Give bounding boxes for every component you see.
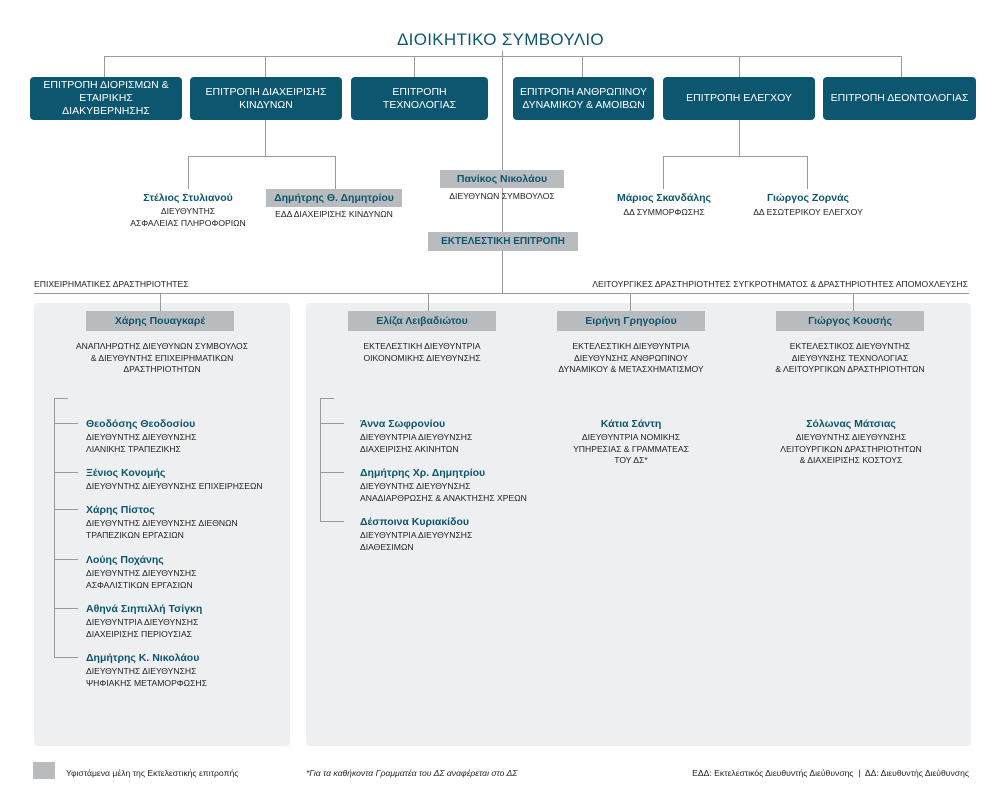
audit-report-role: ΔΔ ΕΣΩΤΕΡΙΚΟΥ ΕΛΕΓΧΟΥ: [753, 207, 863, 217]
business-report-role: ΔΙΕΥΘΥΝΤΗΣ ΔΙΕΥΘΥΝΣΗΣ ΑΣΦΑΛΙΣΤΙΚΩΝ ΕΡΓΑΣ…: [86, 568, 197, 590]
finance-report-role: ΔΙΕΥΘΥΝΤΡΙΑ ΔΙΕΥΘΥΝΣΗΣ ΔΙΑΧΕΙΡΙΣΗΣ ΑΚΙΝΗ…: [360, 432, 473, 454]
board-stem-line: [502, 51, 503, 251]
connector-line: [188, 156, 336, 157]
committee-technology: ΕΠΙΤΡΟΠΗ ΤΕΧΝΟΛΟΓΙΑΣ: [351, 77, 488, 120]
connector-line: [54, 657, 78, 658]
ceo-name-box: Πανίκος Νικολάου: [440, 170, 564, 188]
connector-line: [901, 56, 902, 77]
connector-line: [54, 509, 78, 510]
head-role: ΕΚΤΕΛΕΣΤΙΚΗ ΔΙΕΥΘΥΝΤΡΙΑ ΔΙΕΥΘΥΝΣΗΣ ΑΝΘΡΩ…: [558, 341, 704, 374]
finance-report-name: Άννα Σωφρονίου: [360, 418, 446, 430]
section-label-operations: ΛΕΙΤΟΥΡΓΙΚΕΣ ΔΡΑΣΤΗΡΙΟΤΗΤΕΣ ΣΥΓΚΡΟΤΗΜΑΤΟ…: [592, 279, 968, 289]
board-title: ΔΙΟΙΚΗΤΙΚΟ ΣΥΜΒΟΥΛΙΟ: [397, 30, 604, 49]
connector-line: [54, 398, 68, 399]
finance-report-role: ΔΙΕΥΘΥΝΤΡΙΑ ΔΙΕΥΘΥΝΣΗΣ ΔΙΑΘΕΣΙΜΩΝ: [360, 530, 473, 552]
legend-label: Υφιστάμενα μέλη της Εκτελεστικής επιτροπ…: [66, 768, 239, 778]
risk-report-name-box: Δημήτρης Θ. Δημητρίου: [266, 189, 402, 207]
exco-box: ΕΚΤΕΛΕΣΤΙΚΗ ΕΠΙΤΡΟΠΗ: [428, 232, 578, 251]
business-panel: [34, 303, 290, 746]
head-role: ΕΚΤΕΛΕΣΤΙΚΗ ΔΙΕΥΘΥΝΤΡΙΑ ΟΙΚΟΝΟΜΙΚΗΣ ΔΙΕΥ…: [363, 341, 481, 363]
operations-panel: [306, 303, 971, 746]
business-report-role: ΔΙΕΥΘΥΝΤΡΙΑ ΔΙΕΥΘΥΝΣΗΣ ΔΙΑΧΕΙΡΙΣΗΣ ΠΕΡΙΟ…: [86, 617, 199, 639]
audit-report-role: ΔΔ ΣΥΜΜΟΡΦΩΣΗΣ: [623, 207, 705, 217]
board-horizontal-line: [104, 56, 902, 57]
business-report-role: ΔΙΕΥΘΥΝΤΗΣ ΔΙΕΥΘΥΝΣΗΣ ΛΙΑΝΙΚΗΣ ΤΡΑΠΕΖΙΚΗ…: [86, 432, 197, 454]
committee-ethics: ΕΠΙΤΡΟΠΗ ΔΕΟΝΤΟΛΟΓΙΑΣ: [823, 77, 976, 120]
business-report-name: Χάρης Πίστος: [86, 504, 155, 516]
connector-line: [54, 559, 78, 560]
connector-line: [54, 423, 78, 424]
committee-risk-management: ΕΠΙΤΡΟΠΗ ΔΙΑΧΕΙΡΙΣΗΣ ΚΙΝΔΥΝΩΝ: [190, 77, 342, 120]
head-name-box: Γιώργος Κουσής: [776, 311, 924, 331]
business-report-name: Λούης Ποχάνης: [86, 554, 164, 566]
connector-line: [502, 251, 503, 293]
business-report-name: Αθηνά Σιηπιλλή Τσίγκη: [86, 603, 203, 615]
committee-nominations-governance: ΕΠΙΤΡΟΠΗ ΔΙΟΡΙΣΜΩΝ & ΕΤΑΙΡΙΚΗΣ ΔΙΑΚΥΒΕΡΝ…: [30, 77, 182, 120]
finance-report-role: ΔΙΕΥΘΥΝΤΗΣ ΔΙΕΥΘΥΝΣΗΣ ΑΝΑΔΙΑΡΘΡΩΣΗΣ & ΑΝ…: [360, 481, 527, 503]
hr-report-name: Κάτια Σάντη: [600, 418, 662, 430]
business-report-role: ΔΙΕΥΘΥΝΤΗΣ ΔΙΕΥΘΥΝΣΗΣ ΔΙΕΘΝΩΝ ΤΡΑΠΕΖΙΚΩΝ…: [86, 518, 238, 540]
connector-line: [335, 156, 336, 189]
business-report-name: Δημήτρης Κ. Νικολάου: [86, 652, 200, 664]
connector-line: [320, 423, 344, 424]
risk-report-role: ΔΙΕΥΘΥΝΤΗΣ ΑΣΦΑΛΕΙΑΣ ΠΛΗΡΟΦΟΡΙΩΝ: [130, 206, 246, 228]
section-divider-line: [34, 293, 969, 294]
head-name-box: Ελίζα Λειβαδιώτου: [348, 311, 496, 331]
head-role: ΕΚΤΕΛΕΣΤΙΚΟΣ ΔΙΕΥΘΥΝΤΗΣ ΔΙΕΥΘΥΝΣΗΣ ΤΕΧΝΟ…: [775, 341, 925, 374]
connector-line: [320, 398, 334, 399]
connector-line: [428, 293, 429, 311]
risk-report-name: Στέλιος Στυλιανού: [143, 192, 233, 204]
head-role: ΑΝΑΠΛΗΡΩΤΗΣ ΔΙΕΥΘΥΝΩΝ ΣΥΜΒΟΥΛΟΣ & ΔΙΕΥΘΥ…: [75, 341, 249, 374]
abbreviations-note: ΕΔΔ: Εκτελεστικός Διευθυντής Διεύθυνσης …: [692, 768, 969, 778]
connector-line: [663, 156, 664, 189]
connector-line: [320, 472, 344, 473]
tech-report-role: ΔΙΕΥΘΥΝΤΗΣ ΔΙΕΥΘΥΝΣΗΣ ΛΕΙΤΟΥΡΓΙΚΩΝ ΔΡΑΣΤ…: [780, 432, 922, 465]
ceo-role: ΔΙΕΥΘΥΝΩΝ ΣΥΜΒΟΥΛΟΣ: [449, 191, 555, 201]
connector-line: [320, 398, 321, 522]
connector-line: [54, 608, 78, 609]
committee-audit: ΕΠΙΤΡΟΠΗ ΕΛΕΓΧΟΥ: [663, 77, 815, 120]
connector-line: [630, 293, 631, 311]
connector-line: [853, 293, 854, 311]
audit-report-name: Μάριος Σκανδάλης: [616, 192, 712, 204]
audit-report-name: Γιώργος Ζορνάς: [767, 192, 849, 204]
connector-line: [54, 472, 78, 473]
finance-report-name: Δέσποινα Κυριακίδου: [360, 516, 469, 528]
connector-line: [104, 56, 105, 77]
connector-line: [320, 521, 344, 522]
business-report-name: Θεοδόσης Θεοδοσίου: [86, 418, 196, 430]
connector-line: [160, 293, 161, 311]
hr-report-role: ΔΙΕΥΘΥΝΤΡΙΑ ΝΟΜΙΚΗΣ ΥΠΗΡΕΣΙΑΣ & ΓΡΑΜΜΑΤΕ…: [573, 432, 689, 465]
connector-line: [739, 56, 740, 77]
connector-line: [582, 56, 583, 77]
connector-line: [188, 156, 189, 189]
finance-report-name: Δημήτρης Χρ. Δημητρίου: [360, 467, 486, 479]
connector-line: [265, 120, 266, 157]
business-report-name: Ξένιος Κονομής: [86, 467, 166, 479]
connector-line: [265, 56, 266, 77]
connector-line: [414, 56, 415, 77]
connector-line: [807, 156, 808, 189]
section-label-business: ΕΠΙΧΕΙΡΗΜΑΤΙΚΕΣ ΔΡΑΣΤΗΡΙΟΤΗΤΕΣ: [34, 279, 189, 289]
legend-swatch: [33, 762, 55, 779]
committee-hr-remuneration: ΕΠΙΤΡΟΠΗ ΑΝΘΡΩΠΙΝΟΥ ΔΥΝΑΜΙΚΟΥ & ΑΜΟΙΒΩΝ: [513, 77, 654, 120]
connector-line: [663, 156, 808, 157]
head-name-box: Ειρήνη Γρηγορίου: [557, 311, 705, 331]
connector-line: [54, 398, 55, 658]
connector-line: [739, 120, 740, 157]
footnote: *Για τα καθήκοντα Γραμματέα του ΔΣ αναφέ…: [306, 768, 518, 778]
head-name-box: Χάρης Πουαγκαρέ: [86, 311, 234, 331]
tech-report-name: Σόλωνας Μάτσιας: [806, 418, 896, 430]
risk-report-role: ΕΔΔ ΔΙΑΧΕΙΡΙΣΗΣ ΚΙΝΔΥΝΩΝ: [275, 209, 393, 219]
business-report-role: ΔΙΕΥΘΥΝΤΗΣ ΔΙΕΥΘΥΝΣΗΣ ΕΠΙΧΕΙΡΗΣΕΩΝ: [86, 481, 263, 491]
business-report-role: ΔΙΕΥΘΥΝΤΗΣ ΔΙΕΥΘΥΝΣΗΣ ΨΗΦΙΑΚΗΣ ΜΕΤΑΜΟΡΦΩ…: [86, 666, 207, 688]
